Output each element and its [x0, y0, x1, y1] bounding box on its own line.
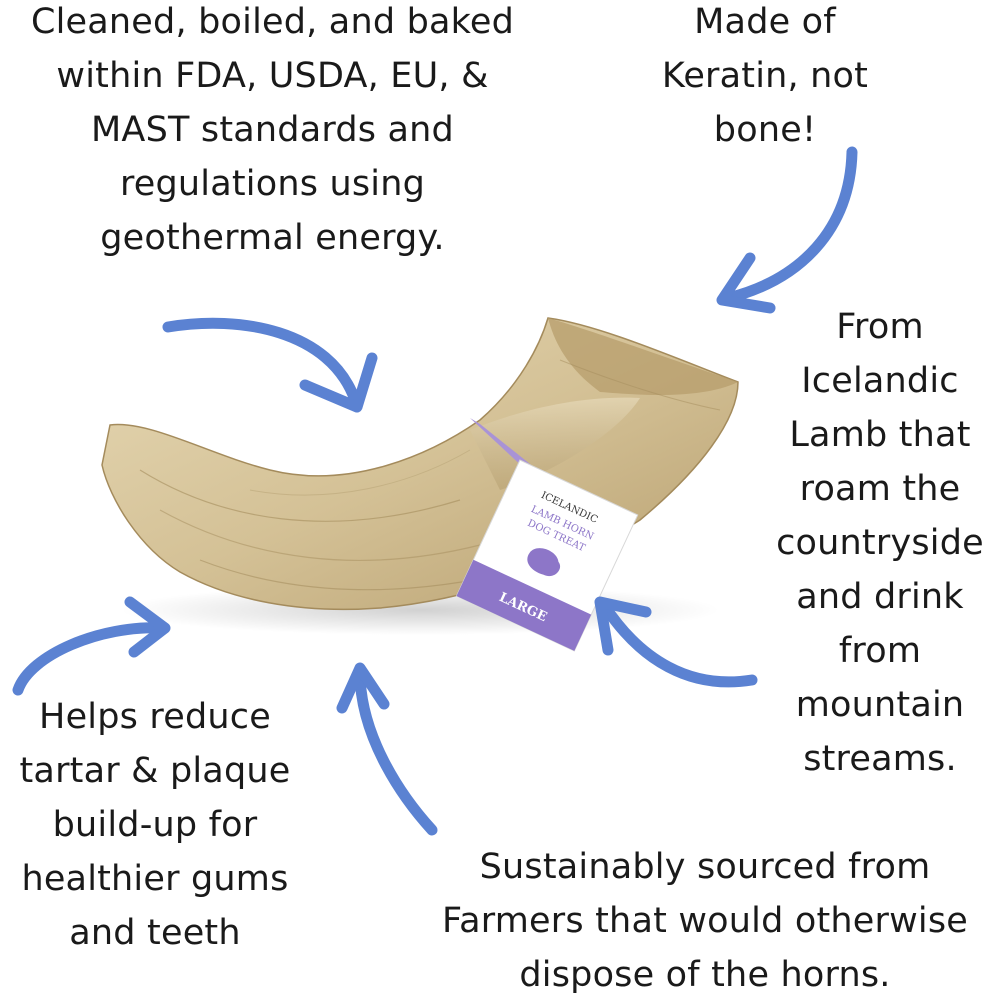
- callout-line: Keratin, not: [661, 56, 869, 96]
- callout-line: dispose of the horns.: [519, 955, 891, 995]
- callout-tartar-plaque: Helps reduce tartar & plaque build-up fo…: [0, 690, 310, 960]
- callout-line: Cleaned, boiled, and baked: [30, 2, 514, 42]
- tag-size-band: [456, 559, 592, 651]
- callout-line: regulations using: [119, 164, 426, 204]
- callout-line: mountain: [795, 685, 965, 725]
- callout-cleaning-standards: Cleaned, boiled, and baked within FDA, U…: [0, 0, 545, 265]
- arrow-bottom-right-icon: [594, 596, 758, 688]
- callout-line: within FDA, USDA, EU, &: [56, 56, 489, 96]
- lamb-horn: [101, 317, 739, 611]
- callout-line: and teeth: [69, 913, 241, 953]
- callout-line: tartar & plaque: [19, 751, 291, 791]
- callout-line: Helps reduce: [39, 697, 271, 737]
- callout-line: Lamb that: [789, 415, 971, 455]
- callout-line: roam the: [799, 469, 961, 509]
- arrow-bottom-center-icon: [336, 662, 438, 836]
- callout-line: build-up for: [52, 805, 258, 845]
- arrow-top-right-icon: [716, 146, 858, 314]
- callout-line: From: [836, 307, 924, 347]
- callout-icelandic-lamb: From Icelandic Lamb that roam the countr…: [760, 300, 1000, 786]
- callout-line: MAST standards and: [91, 110, 454, 150]
- callout-line: streams.: [803, 739, 957, 779]
- callout-line: Made of: [694, 2, 836, 42]
- arrow-bottom-left-icon: [12, 596, 171, 696]
- callout-line: geothermal energy.: [100, 218, 445, 258]
- callout-line: countryside: [776, 523, 984, 563]
- callout-sustainably-sourced: Sustainably sourced from Farmers that wo…: [410, 840, 1000, 1002]
- callout-keratin: Made of Keratin, not bone!: [630, 0, 900, 157]
- callout-line: and drink: [796, 577, 964, 617]
- callout-line: from: [838, 631, 922, 671]
- product-tag: ICELANDIC LAMB HORN DOG TREAT LARGE: [455, 459, 639, 652]
- sheep-icon: [527, 548, 561, 576]
- callout-line: Icelandic: [801, 361, 959, 401]
- callout-line: Farmers that would otherwise: [442, 901, 968, 941]
- callout-line: Sustainably sourced from: [479, 847, 931, 887]
- arrow-top-left-icon: [162, 317, 378, 413]
- callout-line: healthier gums: [21, 859, 289, 899]
- callout-line: bone!: [713, 110, 817, 150]
